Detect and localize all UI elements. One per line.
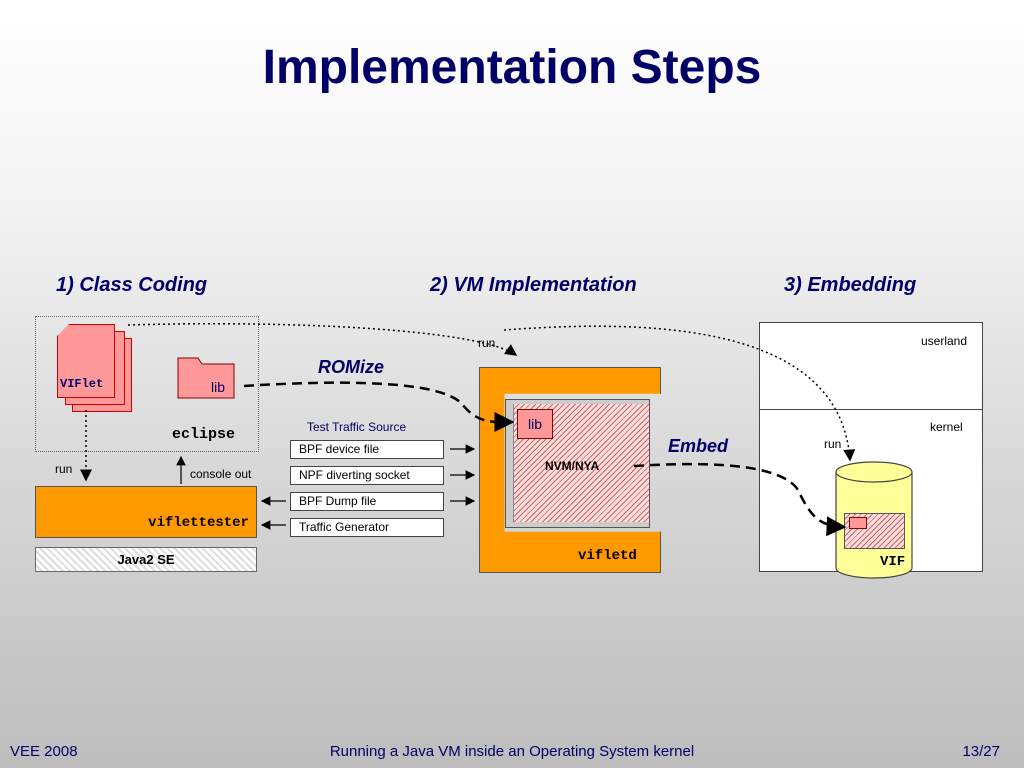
source-npf-diverting: NPF diverting socket (290, 466, 444, 485)
footer-center: Running a Java VM inside an Operating Sy… (329, 743, 695, 760)
vif-lib-box (849, 517, 867, 529)
run-left-label: run (55, 462, 73, 476)
step-class-coding: 1) Class Coding (56, 274, 208, 296)
source-bpf-dump: BPF Dump file (290, 492, 444, 511)
viflettester-label: viflettester (148, 515, 249, 531)
embed-label: Embed (668, 436, 729, 456)
vif-label: VIF (880, 554, 906, 570)
run-top-label: run (478, 336, 496, 350)
viflet-doc-front (57, 324, 115, 398)
footer-left: VEE 2008 (10, 743, 78, 760)
source-bpf-device: BPF device file (290, 440, 444, 459)
viflettester-box: viflettester (35, 486, 257, 538)
java2se-label: Java2 SE (117, 552, 175, 567)
lib-vm-box: lib (517, 409, 553, 439)
nvm-label: NVM/NYA (545, 459, 600, 473)
userland-label: userland (921, 334, 968, 348)
step-embedding: 3) Embedding (784, 274, 917, 296)
java2se-box: Java2 SE (35, 547, 257, 572)
lib-vm-label: lib (527, 416, 542, 432)
romize-label: ROMize (318, 357, 385, 377)
userland-kernel-divider (759, 409, 982, 410)
source-traffic-generator: Traffic Generator (290, 518, 444, 537)
lib-eclipse-label: lib (211, 379, 226, 395)
vifletd-label: vifletd (578, 548, 637, 564)
run-kernel-label: run (824, 437, 842, 451)
page-title: Implementation Steps (262, 41, 762, 94)
console-out-label: console out (190, 467, 252, 481)
test-traffic-source-label: Test Traffic Source (307, 420, 407, 434)
viflet-label: VIFlet (60, 377, 104, 391)
kernel-label: kernel (930, 420, 963, 434)
footer-right: 13/27 (962, 743, 1000, 760)
eclipse-label: eclipse (172, 426, 236, 443)
step-vm-implementation: 2) VM Implementation (430, 274, 637, 296)
romize-connector (243, 381, 515, 433)
